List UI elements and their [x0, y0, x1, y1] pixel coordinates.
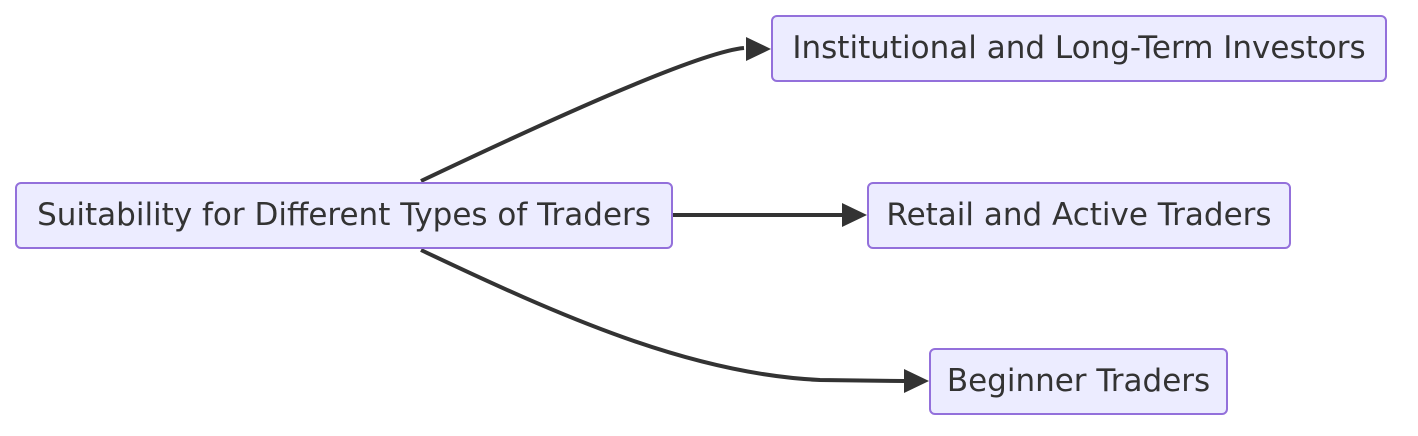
edge-root-to-institutional: [420, 46, 745, 183]
arrowhead-beginner-icon: [904, 369, 929, 393]
arrowhead-institutional-icon: [746, 37, 771, 61]
node-institutional-investors: Institutional and Long-Term Investors: [771, 15, 1387, 82]
node-label: Suitability for Different Types of Trade…: [37, 197, 651, 233]
node-label: Beginner Traders: [946, 363, 1211, 399]
node-label: Retail and Active Traders: [886, 197, 1272, 233]
node-retail-active-traders: Retail and Active Traders: [867, 182, 1291, 249]
node-suitability-root: Suitability for Different Types of Trade…: [15, 182, 673, 249]
edge-root-to-beginner: [420, 248, 905, 383]
arrowhead-retail-icon: [842, 203, 867, 227]
node-beginner-traders: Beginner Traders: [929, 348, 1228, 415]
node-label: Institutional and Long-Term Investors: [792, 30, 1366, 66]
